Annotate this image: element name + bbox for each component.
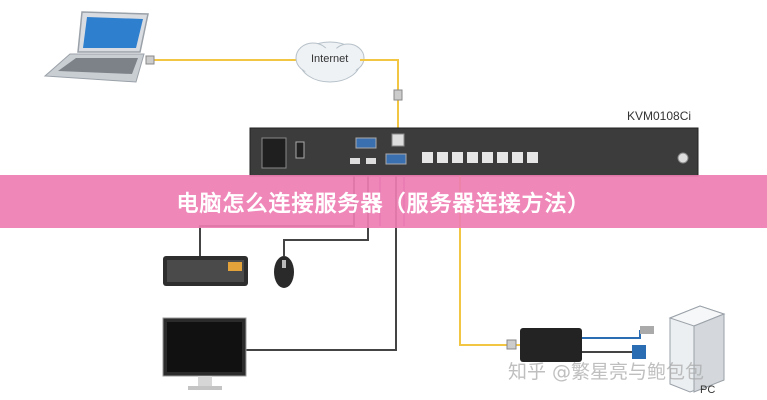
console-vga-port-icon	[385, 153, 407, 165]
internet-connector-icon	[393, 89, 403, 101]
rj45-ports	[422, 152, 538, 163]
watermark: 知乎 @繁星亮与鲍包包	[508, 361, 705, 383]
page-title: 电脑怎么连接服务器（服务器连接方法）	[176, 191, 591, 217]
pc-cable	[459, 176, 520, 346]
keyboard-icon	[163, 256, 248, 286]
power-socket-icon	[261, 137, 287, 169]
usb-port-icon	[350, 158, 360, 164]
internet-cloud-icon: Internet	[295, 41, 365, 83]
mouse-icon	[274, 256, 294, 288]
ground-screw-icon	[677, 152, 689, 164]
internet-kvm-cable	[360, 59, 399, 132]
usb-port-icon	[366, 158, 376, 164]
pc-connector-icon	[506, 339, 517, 350]
power-switch-icon	[295, 141, 305, 159]
laptop-icon	[43, 11, 149, 83]
title-banner: 电脑怎么连接服务器（服务器连接方法）	[0, 175, 767, 228]
kvm-model-label: KVM0108Ci	[627, 109, 692, 123]
internet-label: Internet	[311, 53, 348, 65]
kvm-adapter-icon	[520, 326, 654, 362]
laptop-connector-icon	[145, 55, 155, 65]
lan-port-icon	[391, 133, 405, 147]
vga-port-icon	[355, 137, 377, 149]
pc-tower-icon	[668, 305, 726, 393]
monitor-cable	[246, 176, 397, 351]
monitor-icon	[162, 317, 247, 390]
pc-label: PC	[700, 384, 716, 396]
kvm-switch	[249, 127, 699, 177]
